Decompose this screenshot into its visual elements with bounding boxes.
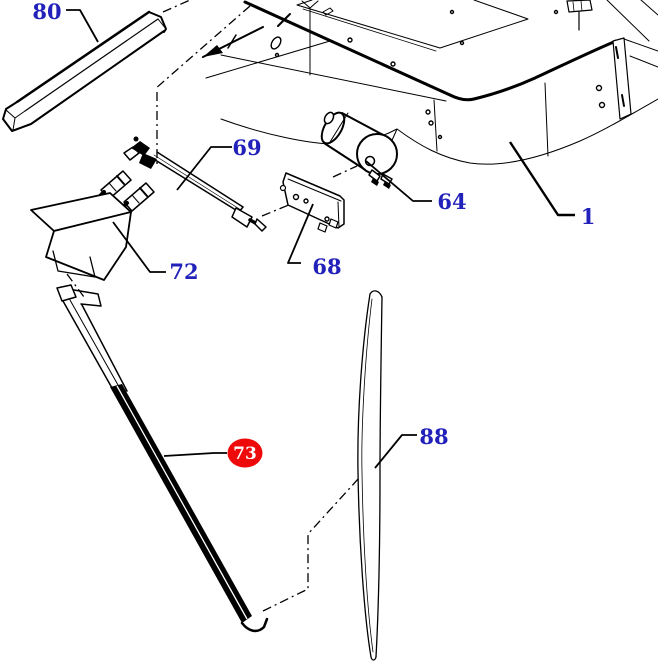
part-73-wiper-arm[interactable] <box>56 284 269 633</box>
part-label-73[interactable]: 73 <box>233 444 257 464</box>
part-1-frame[interactable] <box>202 0 658 169</box>
assembly-dash-lines <box>61 0 360 612</box>
part-label-69[interactable]: 69 <box>232 135 261 160</box>
part-label-80[interactable]: 80 <box>32 0 61 24</box>
part-label-1[interactable]: 1 <box>581 204 596 229</box>
part-label-73-highlight[interactable] <box>227 438 263 468</box>
part-80-bar[interactable] <box>2 10 167 132</box>
part-88-wiper-blade[interactable] <box>357 290 383 661</box>
part-labels: 80 69 64 1 72 68 88 73 <box>32 0 595 468</box>
part-72-block[interactable] <box>30 192 132 281</box>
part-label-64[interactable]: 64 <box>437 189 466 214</box>
part-68-bracket[interactable] <box>279 172 345 233</box>
part-label-88[interactable]: 88 <box>419 424 448 449</box>
leader-lines <box>66 9 575 469</box>
part-label-68[interactable]: 68 <box>312 254 341 279</box>
part-label-72[interactable]: 72 <box>169 259 198 284</box>
